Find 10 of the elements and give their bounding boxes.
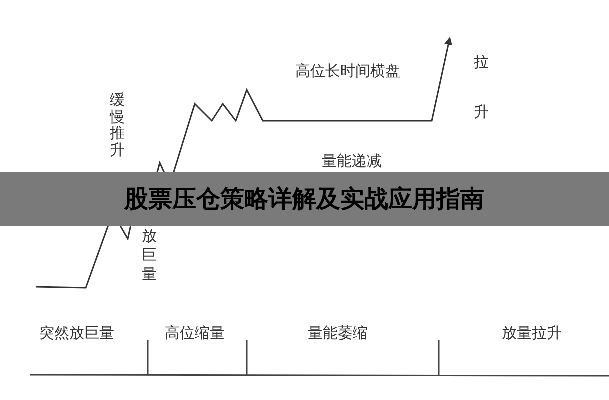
timeline-label: 突然放巨量: [40, 324, 114, 342]
vertical-label: 拉升: [474, 52, 489, 122]
vertical-label: 放巨量: [142, 227, 157, 284]
timeline-label: 放量拉升: [502, 324, 562, 342]
arrow-label: 量能递减: [322, 152, 382, 170]
timeline-label: 高位缩量: [165, 324, 225, 342]
vertical-label: 缓慢推升: [110, 92, 125, 158]
phase-label: 高位长时间横盘: [296, 62, 400, 80]
title: 股票压仓策略详解及实战应用指南: [124, 184, 484, 215]
timeline-label: 量能萎缩: [308, 324, 368, 342]
